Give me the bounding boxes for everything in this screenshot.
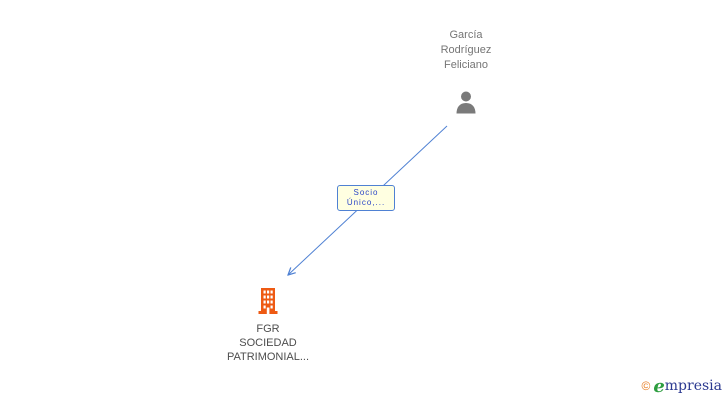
person-name-line: Rodríguez: [440, 44, 492, 56]
company-name-line: SOCIEDAD: [239, 337, 297, 349]
empresia-logo: © e mpresia: [641, 375, 722, 397]
copyright-icon: ©: [641, 379, 651, 393]
person-name-line: García: [449, 29, 483, 41]
company-name: FGR SOCIEDAD PATRIMONIAL...: [178, 322, 358, 364]
edge-label-socio-unico: Socio Único,...: [337, 185, 395, 211]
building-icon: [257, 287, 279, 315]
logo-wordmark: mpresia: [664, 378, 722, 394]
person-icon: [453, 90, 479, 116]
edge-label-line: Único,...: [346, 198, 386, 207]
company-name-line: FGR: [256, 323, 280, 335]
company-name-line: PATRIMONIAL...: [226, 351, 310, 363]
person-name-line: Feliciano: [443, 59, 489, 71]
logo-letter-e: e: [653, 375, 665, 397]
edge-label-line: Socio: [353, 188, 379, 197]
person-name: García Rodríguez Feliciano: [396, 28, 536, 73]
